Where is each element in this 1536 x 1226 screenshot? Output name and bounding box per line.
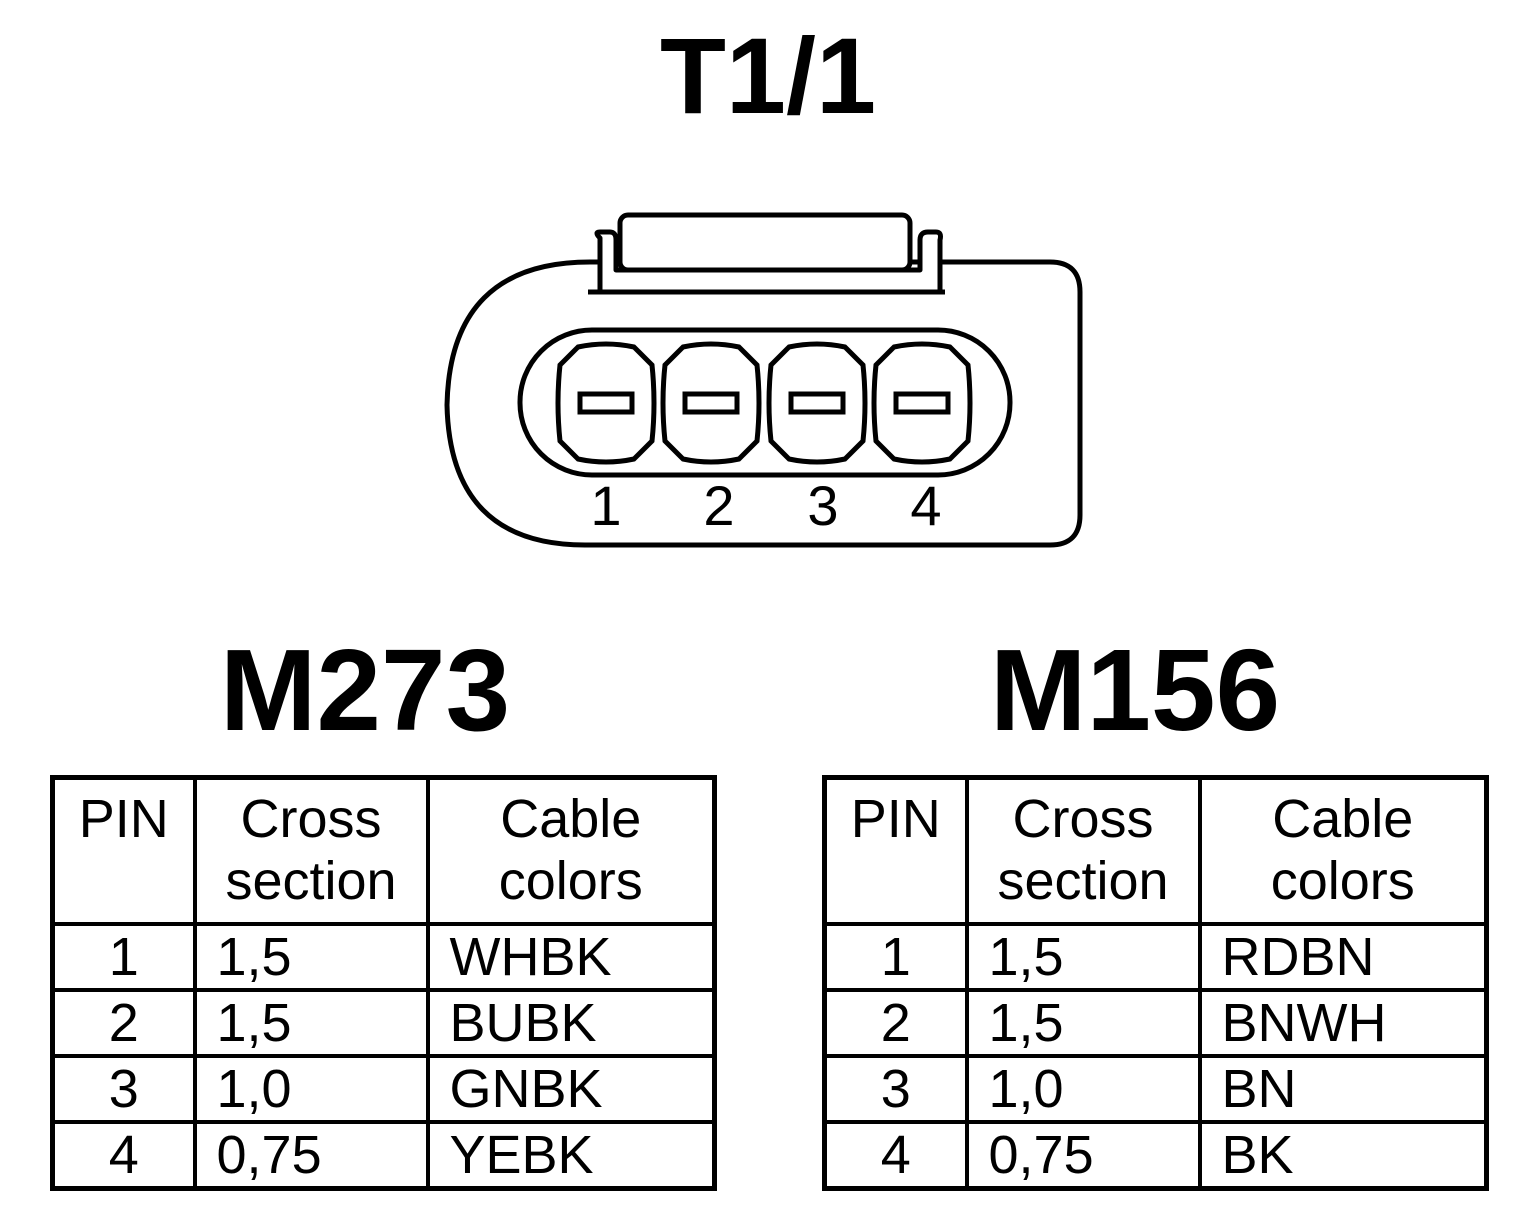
cell-cross-section: 1,5 bbox=[964, 921, 1202, 993]
cell-cable-color: RDBN bbox=[1197, 921, 1489, 993]
connector-title: T1/1 bbox=[659, 15, 877, 136]
pin-socket-4 bbox=[871, 341, 973, 465]
cell-cable-color: BUBK bbox=[425, 988, 717, 1059]
cell-cable-color: BN bbox=[1197, 1054, 1489, 1125]
cell-cable-color: WHBK bbox=[425, 921, 717, 993]
pin-contact-slot bbox=[893, 391, 951, 415]
cell-cross-section: 0,75 bbox=[964, 1120, 1202, 1191]
pin-socket-1 bbox=[555, 341, 657, 465]
pin-socket-3 bbox=[766, 341, 868, 465]
cell-cross-section: 1,0 bbox=[964, 1054, 1202, 1125]
connector-diagram: 1 2 3 4 bbox=[444, 212, 1083, 548]
cell-cross-section: 1,5 bbox=[192, 921, 430, 993]
cell-pin: 2 bbox=[50, 988, 197, 1059]
connector-housing bbox=[444, 259, 1083, 548]
cell-cross-section: 0,75 bbox=[192, 1120, 430, 1191]
cell-pin: 3 bbox=[50, 1054, 197, 1125]
cell-pin: 4 bbox=[50, 1120, 197, 1191]
pin-number-1: 1 bbox=[590, 474, 621, 537]
header-pin: PIN bbox=[822, 775, 969, 926]
pin-socket-outline bbox=[660, 341, 762, 465]
cell-cross-section: 1,5 bbox=[964, 988, 1202, 1059]
pin-socket-outline bbox=[871, 341, 973, 465]
pin-contact-slot bbox=[682, 391, 740, 415]
pin-socket-2 bbox=[660, 341, 762, 465]
cell-pin: 2 bbox=[822, 988, 969, 1059]
cell-cable-color: BNWH bbox=[1197, 988, 1489, 1059]
cell-cross-section: 1,5 bbox=[192, 988, 430, 1059]
cell-pin: 3 bbox=[822, 1054, 969, 1125]
pin-contact-slot bbox=[788, 391, 846, 415]
table-title-m156: M156 bbox=[989, 625, 1281, 755]
pin-number-2: 2 bbox=[703, 474, 734, 537]
cell-pin: 1 bbox=[50, 921, 197, 993]
cell-pin: 4 bbox=[822, 1120, 969, 1191]
pin-socket-outline bbox=[555, 341, 657, 465]
connector-lock-tab-top bbox=[617, 212, 913, 273]
header-pin: PIN bbox=[50, 775, 197, 926]
cell-pin: 1 bbox=[822, 921, 969, 993]
pin-number-3: 3 bbox=[807, 474, 838, 537]
pin-number-4: 4 bbox=[910, 474, 941, 537]
pin-socket-outline bbox=[766, 341, 868, 465]
connector-lock-tab bbox=[594, 229, 943, 295]
cell-cable-color: BK bbox=[1197, 1120, 1489, 1191]
cell-cable-color: YEBK bbox=[425, 1120, 717, 1191]
table-title-m273: M273 bbox=[219, 625, 511, 755]
pin-contact-slot bbox=[577, 391, 635, 415]
pin-cavity bbox=[517, 327, 1013, 478]
cell-cable-color: GNBK bbox=[425, 1054, 717, 1125]
cell-cross-section: 1,0 bbox=[192, 1054, 430, 1125]
